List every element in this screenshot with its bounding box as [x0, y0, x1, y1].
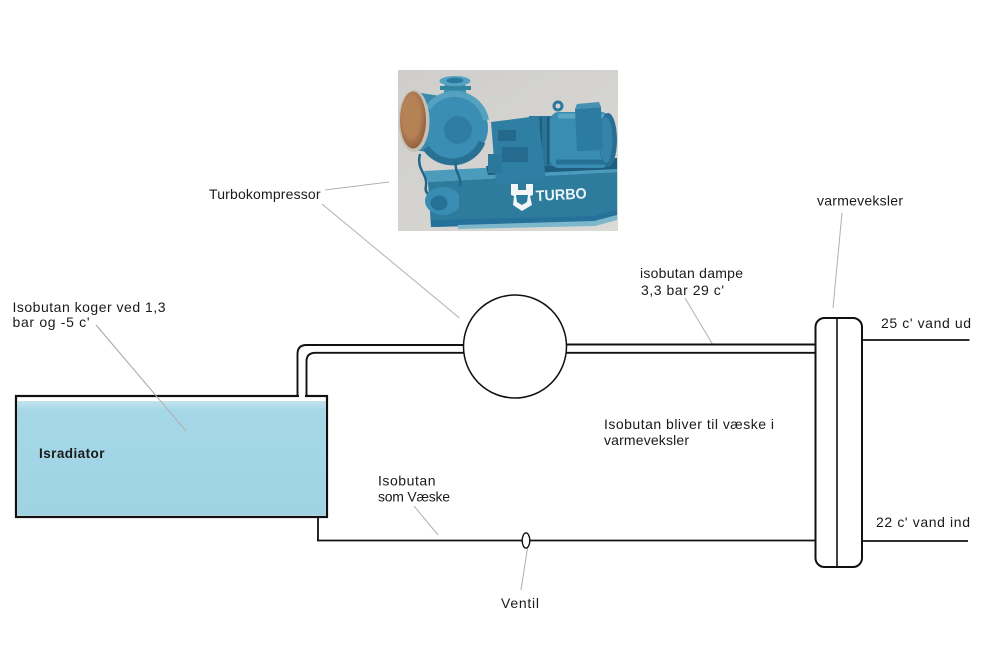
svg-text:Turbokompressor: Turbokompressor — [209, 186, 321, 202]
svg-text:bar og -5 c': bar og -5 c' — [13, 314, 90, 330]
svg-text:Isobutan: Isobutan — [378, 473, 436, 489]
svg-text:varmeveksler: varmeveksler — [817, 193, 903, 209]
svg-text:TURBO: TURBO — [535, 185, 587, 205]
svg-text:3,3 bar 29 c': 3,3 bar 29 c' — [641, 282, 724, 298]
svg-text:25 c' vand ud: 25 c' vand ud — [881, 315, 971, 331]
svg-text:Isobutan koger ved 1,3: Isobutan koger ved 1,3 — [13, 299, 166, 315]
svg-text:Isradiator: Isradiator — [39, 446, 105, 461]
svg-text:som Væske: som Væske — [378, 489, 450, 505]
svg-text:varmeveksler: varmeveksler — [604, 432, 689, 448]
svg-text:Isobutan bliver til væske i: Isobutan bliver til væske i — [604, 416, 774, 432]
svg-text:22 c' vand ind: 22 c' vand ind — [876, 514, 970, 530]
svg-text:isobutan dampe: isobutan dampe — [640, 265, 743, 281]
svg-text:Ventil: Ventil — [501, 595, 539, 611]
